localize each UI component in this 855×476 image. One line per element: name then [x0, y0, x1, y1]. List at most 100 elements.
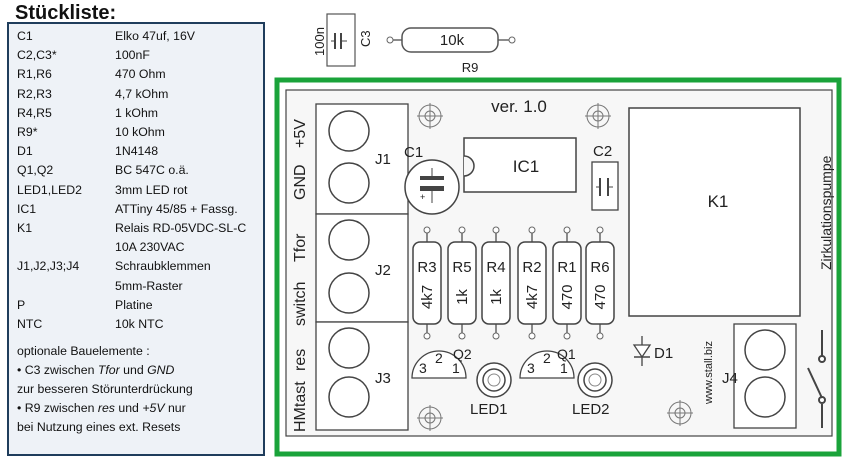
bom-ref: J1,J2,J3;J4 [17, 259, 80, 274]
c2-label: C2 [593, 143, 612, 160]
bom-value: 1N4148 [115, 144, 159, 159]
led-led2: LED2 [572, 362, 613, 418]
note-text: res [97, 401, 115, 415]
c3-label: C3 [358, 30, 373, 47]
r9-value: 10k [440, 32, 465, 49]
bom-value: ATTiny 45/85 + Fassg. [115, 201, 238, 216]
pin-label: Tfor [292, 233, 309, 262]
pin-label: GND [292, 164, 309, 200]
switch-symbol [807, 330, 826, 428]
note-text: bei Nutzung eines ext. Resets [17, 420, 181, 434]
bom-value: Platine [115, 297, 153, 312]
note-text: nur [164, 401, 186, 415]
bom-value: Elko 47uf, 16V [115, 29, 195, 43]
note-text: GND [147, 363, 175, 377]
pump-label: Zirkulationspumpe [818, 155, 834, 270]
mounting-hole [417, 405, 443, 431]
pin-label: res [292, 349, 309, 371]
bom-ref: LED1,LED2 [17, 182, 82, 197]
bom-ref: R4,R5 [17, 105, 52, 120]
relay-k1: K1 [628, 107, 801, 317]
pin-label: +5V [292, 119, 309, 148]
ic1-label: IC1 [513, 157, 539, 176]
note-line: • R9 zwischen res und +5V nur [17, 401, 186, 415]
bom-value: 1 kOhm [115, 105, 159, 120]
resistor-label: R4 [486, 259, 505, 276]
board-version: ver. 1.0 [491, 97, 547, 116]
connector-j3: J3 [375, 370, 391, 387]
mounting-hole [417, 103, 443, 129]
resistor-r9: 10k R9 [386, 27, 516, 75]
resistor-value: 470 [559, 284, 576, 309]
bom-ref: C2,C3* [17, 48, 57, 63]
transistor-q2: 3 2 1 Q2 [411, 346, 472, 379]
bom-value: 100nF [115, 48, 150, 63]
q2-pin: 3 [419, 360, 427, 376]
note-text: • R9 zwischen [17, 401, 98, 415]
ic-socket-ic1: IC1 [463, 137, 577, 193]
q1-pin: 2 [543, 350, 551, 366]
bom-value: 4,7 kOhm [115, 86, 169, 101]
bom-value: 470 Ohm [115, 67, 166, 82]
note-text: und [114, 401, 143, 415]
pin-label: HMtast [292, 381, 309, 432]
note-text: Tfor [97, 363, 120, 377]
q1-pin: 3 [527, 360, 535, 376]
connector-j1: J1 [375, 151, 391, 168]
mounting-hole [585, 103, 611, 129]
page-title: Stückliste: [15, 2, 117, 24]
bom-ref: R9* [17, 125, 38, 139]
bom-ref: K1 [17, 221, 33, 235]
resistor-r3: R3 4k7 [412, 226, 442, 340]
note-line: bei Nutzung eines ext. Resets [17, 420, 180, 434]
q2-label: Q2 [453, 346, 472, 362]
bom-ref: C1 [17, 29, 33, 43]
transistor-q1: 3 2 1 Q1 [519, 346, 576, 379]
bom-value: Relais RD-05VDC-SL-C [115, 221, 247, 235]
bom-ref: NTC [17, 317, 43, 331]
resistor-label: R2 [522, 259, 541, 276]
bom-value: 10k NTC [115, 317, 164, 331]
note-line: • C3 zwischen Tfor und GND [17, 363, 174, 377]
resistor-label: R6 [590, 259, 609, 276]
note-text: optionale Bauelemente : [17, 344, 150, 358]
led2-label: LED2 [572, 401, 610, 418]
resistor-value: 4k7 [419, 285, 436, 309]
resistor-r4: R4 1k [481, 226, 511, 340]
bom-value: 3mm LED rot [115, 182, 188, 197]
bom-value: 10A 230VAC [115, 240, 185, 255]
bom-ref: R1,R6 [17, 67, 52, 82]
diode-d1: D1 [632, 336, 673, 366]
q1-pin: 1 [560, 360, 568, 376]
c3-value: 100n [312, 27, 327, 56]
note-text: zur besseren Störunterdrückung [17, 382, 193, 396]
d1-label: D1 [654, 345, 673, 362]
resistor-value: 1k [488, 289, 505, 305]
led1-label: LED1 [470, 401, 508, 418]
bom-ref: P [17, 297, 26, 312]
bom-ref: Q1,Q2 [17, 163, 54, 178]
bom-value: BC 547C o.ä. [115, 163, 189, 178]
led-led1: LED1 [470, 362, 512, 418]
connector-j2: J2 [375, 262, 391, 279]
note-line: zur besseren Störunterdrückung [17, 382, 193, 396]
resistor-label: R1 [557, 259, 576, 276]
note-text: und [119, 363, 148, 377]
note-text: • C3 zwischen [17, 363, 98, 377]
c1-label: C1 [404, 144, 423, 161]
q1-label: Q1 [557, 346, 576, 362]
resistor-label: R3 [417, 259, 436, 276]
note-text: +5V [142, 401, 165, 415]
r9-label: R9 [462, 60, 479, 75]
q2-pin: 1 [452, 360, 460, 376]
bom-ref: D1 [17, 144, 33, 159]
bom-value: Schraubklemmen [115, 259, 211, 274]
capacitor-c2: C2 [591, 143, 619, 211]
bom-value: 5mm-Raster [115, 278, 183, 293]
screw-terminals [328, 110, 370, 418]
